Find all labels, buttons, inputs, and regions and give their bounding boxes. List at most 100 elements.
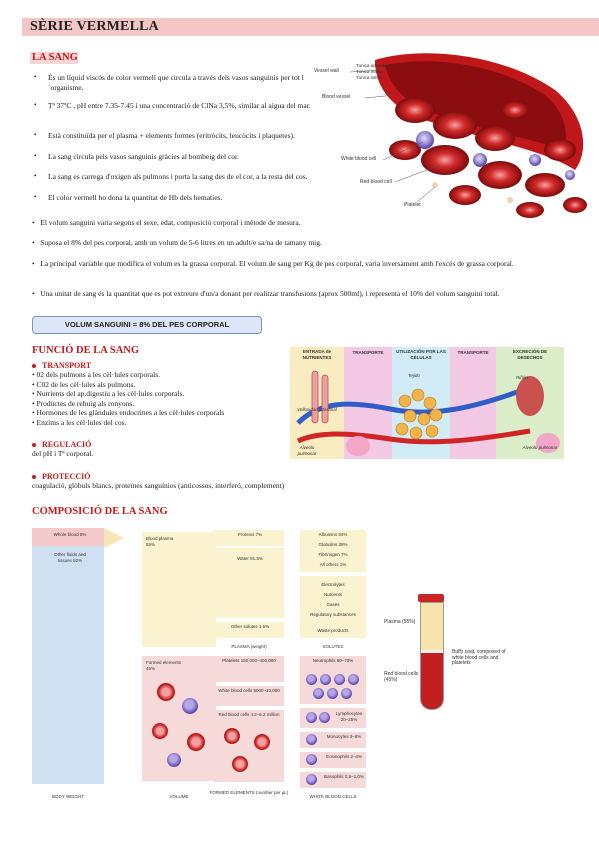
regulacio-title: REGULACIÓ bbox=[42, 440, 92, 449]
wbc-label: White blood cells 5000–10,000 bbox=[218, 688, 280, 693]
proteccio-block: PROTECCIÓ coagulació, glòbuls blancs, pr… bbox=[32, 472, 372, 491]
transport-block: TRANSPORT • 02 dels pulmons a les cèl·lu… bbox=[32, 361, 292, 427]
body-weight-caption: BODY WEIGHT bbox=[52, 794, 84, 799]
other-solutes-box bbox=[214, 622, 284, 638]
label-alveolo-2: Alveolo pulmonar bbox=[522, 445, 558, 450]
label-red-blood-cell: Red blood cell bbox=[360, 179, 392, 185]
lymphocyte-icon bbox=[306, 712, 317, 723]
blood-plasma-box bbox=[142, 532, 216, 647]
list-item: • Una unitat de sang és la quantitat que… bbox=[32, 289, 500, 298]
composition-diagram: Whole blood 8% Other fluids and tissues … bbox=[32, 528, 567, 808]
neutrophil-icon bbox=[334, 674, 345, 685]
transport-diagram: ENTRADA de NUTRIENTES TRANSPORTE UTILIZA… bbox=[290, 347, 564, 459]
red-blood-cell-icon bbox=[157, 683, 175, 701]
label-tunica-media: Tunica media bbox=[356, 69, 383, 74]
formed-elements-caption: FORMED ELEMENTS (number per µL) bbox=[209, 790, 289, 795]
section-title-funcio: FUNCIÓ DE LA SANG bbox=[32, 345, 140, 356]
wbc-box bbox=[214, 686, 284, 706]
tube-plasma-label: Plasma (55%) bbox=[384, 619, 416, 625]
proteccio-text: coagulació, glòbuls blancs, proteïnes sa… bbox=[32, 481, 285, 490]
lymphocytes-box bbox=[300, 708, 366, 728]
page-title: SÈRIE VERMELLA bbox=[30, 19, 159, 34]
list-item: • El volum sanguini varia segons el sexe… bbox=[32, 218, 301, 227]
list-item: • La principal variable que modifica el … bbox=[32, 259, 514, 268]
list-item: •Tª 37ºC , pH entre 7.35-7.45 i una conc… bbox=[34, 101, 311, 110]
tube-rbc-label: Red blood cells (45%) bbox=[384, 671, 419, 683]
platelet-icon bbox=[432, 182, 438, 188]
lymphocytes-label: Lymphocytes 20–25% bbox=[335, 711, 363, 722]
test-tube bbox=[416, 594, 446, 724]
regulacio-text: del pH i Tª corporal. bbox=[32, 449, 94, 458]
white-blood-cell-icon bbox=[182, 698, 198, 714]
red-blood-cells bbox=[389, 97, 587, 218]
list-item: •És un líquid viscós de color vermell qu… bbox=[34, 73, 304, 92]
blood-vessel-illustration bbox=[349, 53, 587, 218]
title-bar bbox=[22, 18, 599, 36]
proteins-label: Proteins 7% bbox=[237, 532, 263, 537]
nutrients-label: Nutrients bbox=[323, 592, 342, 597]
waste-label: Waste products bbox=[317, 628, 349, 633]
platelets-label: Platelets 150,000–400,000 bbox=[222, 658, 276, 663]
proteccio-title: PROTECCIÓ bbox=[42, 472, 91, 481]
label-entrada: ENTRADA de NUTRIENTES bbox=[302, 349, 332, 360]
fibrinogen-label: Fibrinogen 7% bbox=[318, 552, 348, 557]
neutrophil-icon bbox=[341, 688, 352, 699]
blood-plasma-label: Blood plasma 55% bbox=[146, 536, 174, 547]
arrow-icon bbox=[104, 528, 124, 548]
bullet-icon bbox=[32, 443, 36, 448]
label-platelet: Platelet bbox=[404, 202, 421, 208]
globulins-label: Globulins 38% bbox=[318, 542, 348, 547]
red-blood-cell-icon bbox=[254, 734, 270, 750]
list-item: •La sang circula pels vasos sanguinis gr… bbox=[34, 152, 239, 161]
list-item: • 02 dels pulmons a les cèl·lules corpor… bbox=[32, 370, 161, 379]
list-item: •La sang es carrega d'oxigen als pulmons… bbox=[34, 172, 308, 181]
proteins-box bbox=[214, 530, 284, 546]
red-blood-cell-icon bbox=[232, 756, 248, 772]
list-item: • C02 de les cèl·lules als pulmons. bbox=[32, 379, 136, 389]
label-tunica-adventitia: Tunica adventitia bbox=[356, 63, 390, 68]
electrolytes-label: Electrolytes bbox=[321, 582, 345, 587]
plasma-weight-caption: PLASMA (weight) bbox=[231, 644, 267, 649]
label-tejido: Tejido bbox=[408, 373, 420, 378]
monocyte-icon bbox=[306, 734, 317, 745]
white-cells-caption: WHITE BLOOD CELLS bbox=[309, 794, 357, 799]
red-blood-cell-icon bbox=[187, 733, 205, 751]
other-fluids-label: Other fluids and tissues 92% bbox=[54, 552, 86, 563]
solutes-caption: SOLUTES bbox=[322, 644, 344, 649]
all-others-label: All others 1% bbox=[319, 562, 347, 567]
monocytes-label: Monocytes 3–8% bbox=[326, 734, 362, 739]
transport-title: TRANSPORT bbox=[42, 361, 92, 370]
neutrophil-icon bbox=[327, 688, 338, 699]
basophils-box bbox=[300, 772, 366, 788]
tube-buffy-label: Buffy coat, composed of white blood cell… bbox=[452, 649, 506, 666]
list-item: • Suposa el 8% del pes corporal, amb un … bbox=[32, 238, 322, 247]
eosinophils-label: Eosinophils 2–4% bbox=[326, 754, 362, 759]
bullet-icon bbox=[32, 475, 36, 480]
regulatory-label: Regulatory substances bbox=[310, 612, 356, 617]
bullet-icon bbox=[32, 364, 36, 369]
list-item: • Enzims a les cèl·lules del cos. bbox=[32, 417, 127, 427]
regulacio-block: REGULACIÓ del pH i Tª corporal. bbox=[32, 440, 292, 459]
other-fluids-box bbox=[32, 546, 104, 784]
water-box bbox=[214, 548, 284, 618]
lymphocyte-icon bbox=[319, 712, 330, 723]
label-tunica-intima: Tunica intima bbox=[356, 75, 383, 80]
albumins-label: Albumins 54% bbox=[318, 532, 348, 537]
red-blood-cell-icon bbox=[224, 728, 240, 744]
whole-blood-label: Whole blood 8% bbox=[53, 532, 87, 537]
label-vellosidad: Vellosidad intestinal bbox=[297, 407, 337, 412]
volume-caption: VOLUME bbox=[169, 794, 189, 799]
platelets-box bbox=[214, 656, 284, 682]
circulation-icon bbox=[296, 370, 560, 456]
label-blood-vessel: Blood vessel bbox=[322, 94, 351, 100]
label-transporte-1: TRANSPORTE bbox=[352, 350, 384, 355]
white-blood-cell-icon bbox=[167, 753, 181, 767]
section-title-sang: LA SANG bbox=[32, 52, 78, 63]
other-solutes-label: Other solutes 1.5% bbox=[230, 624, 270, 629]
basophil-icon bbox=[306, 774, 317, 785]
gases-label: Gases bbox=[326, 602, 340, 607]
rbc-box bbox=[214, 710, 284, 782]
basophils-label: Basophils 0.5–1.0% bbox=[324, 774, 364, 779]
list-item: •Està constituïda per el plasma + elemen… bbox=[34, 131, 295, 140]
neutrophil-icon bbox=[306, 674, 317, 685]
